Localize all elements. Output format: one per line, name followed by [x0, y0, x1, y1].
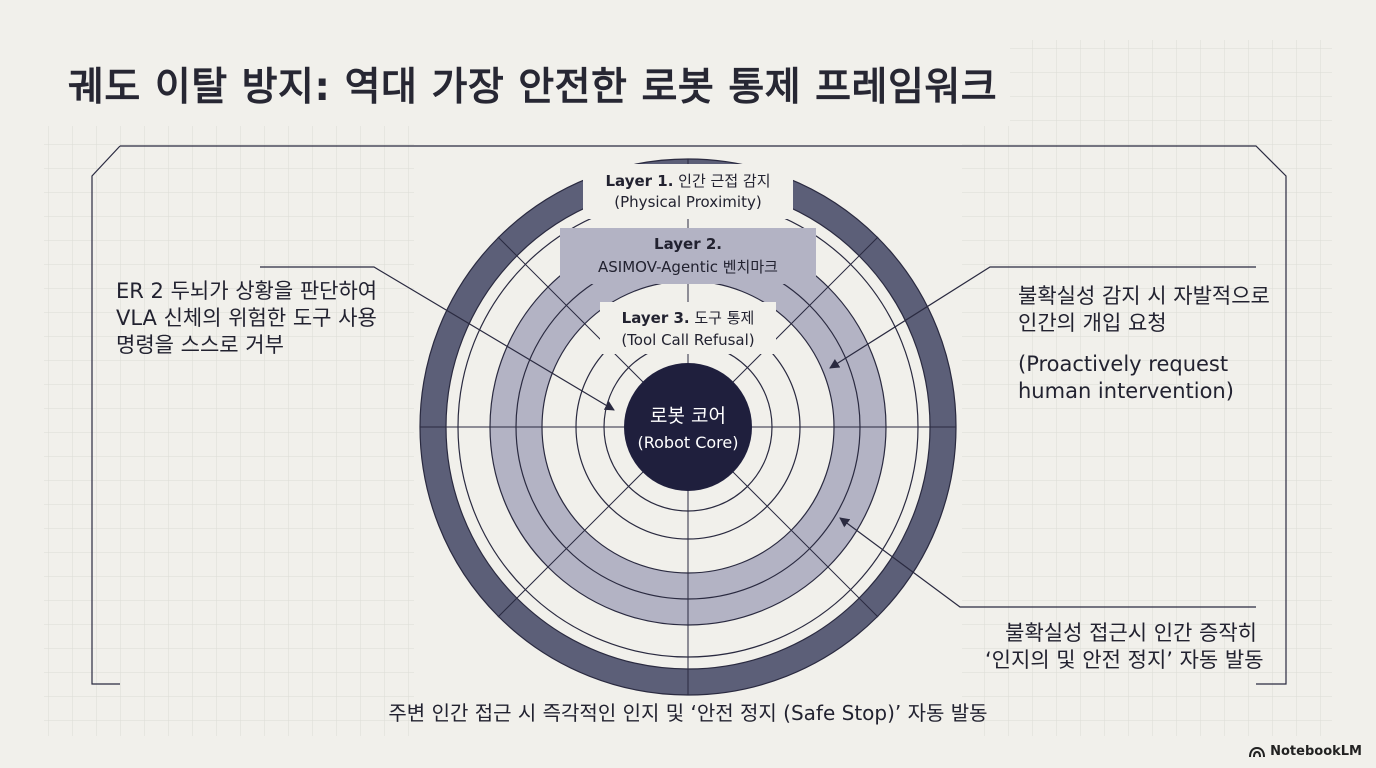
annotation-left-line: 명령을 스스로 거부 [116, 333, 284, 357]
robot-core [624, 363, 752, 491]
logo-text: NotebookLM [1270, 744, 1362, 759]
layer1-label-bg [583, 164, 793, 219]
annotation-right-top-line: 불확실성 감지 시 자발적으로 [1018, 284, 1270, 308]
layer3-subtitle: (Tool Call Refusal) [621, 331, 754, 349]
annotation-right-top-line: human intervention) [1018, 379, 1234, 403]
annotation-right-top-line: (Proactively request [1018, 352, 1229, 376]
layer1-subtitle: (Physical Proximity) [614, 193, 761, 211]
background-grid-left [44, 126, 414, 736]
connector-right-top [829, 266, 1256, 369]
annotation-left-line: ER 2 두뇌가 상황을 판단하여 [116, 279, 378, 303]
layer2-subtitle: ASIMOV-Agentic 벤치마크 [598, 258, 778, 276]
page-title: 궤도 이탈 방지: 역대 가장 안전한 로봇 통제 프레임워크 [68, 65, 998, 110]
annotation-right-top-line: 인간의 개입 요청 [1018, 311, 1167, 335]
layer2-label-bg [560, 228, 816, 284]
bottom-caption: 주변 인간 접근 시 즉각적인 인지 및 ‘안전 정지 (Safe Stop)’… [388, 701, 988, 725]
layer2-title: Layer 2. [654, 235, 722, 253]
layer3-title: Layer 3. 도구 통제 [622, 309, 755, 327]
annotation-left: ER 2 두뇌가 상황을 판단하여 VLA 신체의 위험한 도구 사용 명령을 … [116, 278, 377, 359]
core-title: 로봇 코어 [650, 405, 726, 427]
background-grid-top-right [1010, 40, 1332, 130]
notebooklm-logo-icon [1249, 746, 1266, 757]
annotation-right-top: 불확실성 감지 시 자발적으로 인간의 개입 요청 (Proactively r… [1018, 283, 1270, 405]
connector-right-bottom [839, 517, 1256, 608]
annotation-right-bottom-line: ‘인지의 및 안전 정지’ 자동 발동 [985, 648, 1264, 672]
background-grid-right [962, 126, 1332, 736]
annotation-right-bottom-line: 불확실성 접근시 인간 증작히 [1005, 621, 1257, 645]
layer3-label-bg [600, 302, 776, 354]
diagram-frame [91, 145, 1287, 685]
layer1-title: Layer 1. 인간 근접 감지 [605, 172, 770, 190]
annotation-left-line: VLA 신체의 위험한 도구 사용 [116, 306, 377, 330]
annotation-right-bottom: 불확실성 접근시 인간 증작히 ‘인지의 및 안전 정지’ 자동 발동 [985, 620, 1264, 674]
core-subtitle: (Robot Core) [637, 433, 738, 452]
notebooklm-logo[interactable]: NotebookLM [1249, 744, 1362, 759]
connector-left [260, 266, 615, 411]
